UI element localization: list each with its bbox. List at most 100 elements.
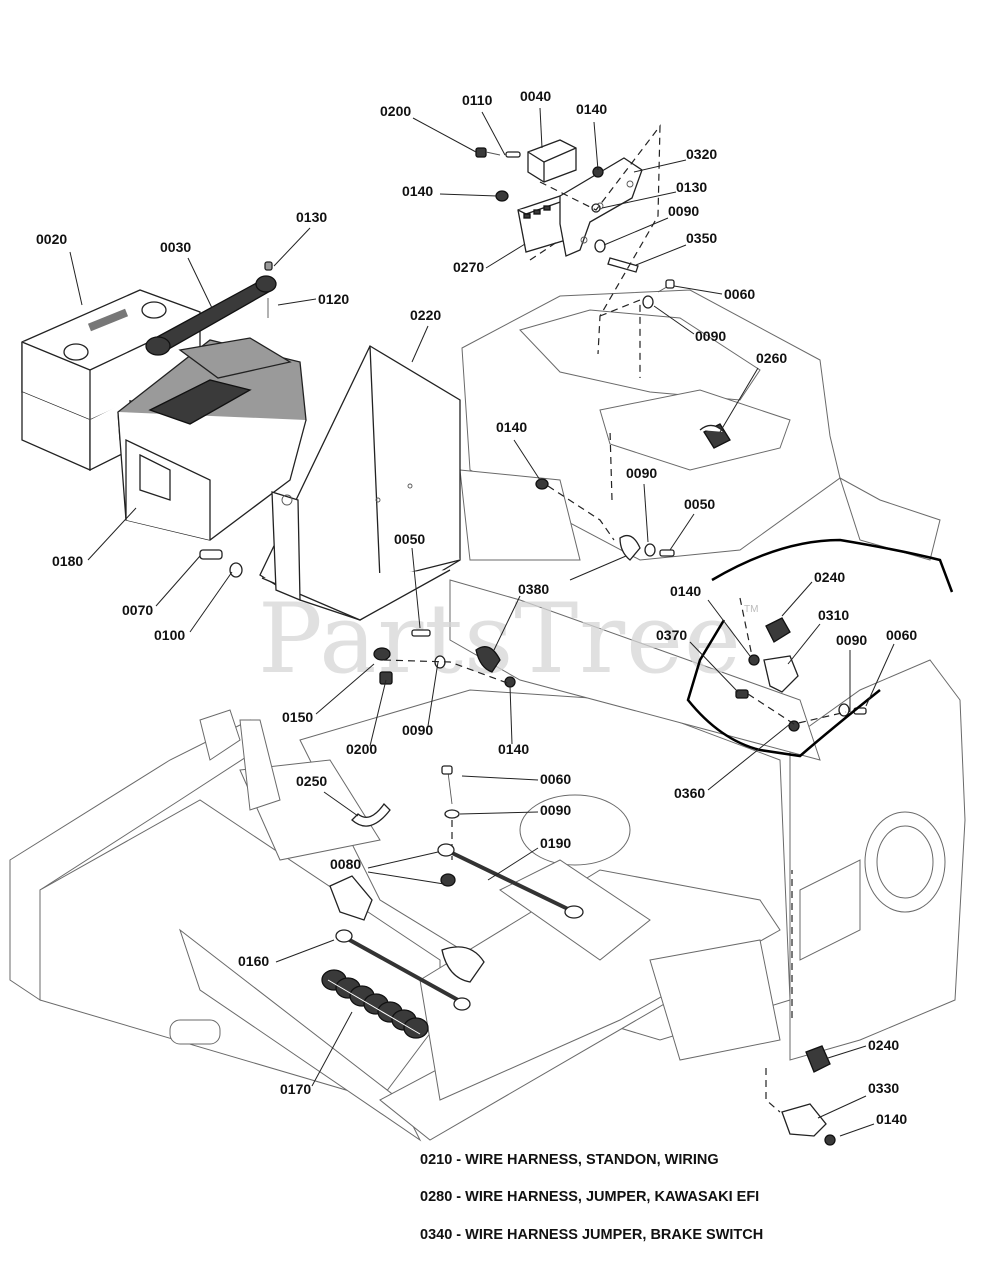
callout-0250[interactable]: 0250 [296, 773, 359, 817]
callout-label[interactable]: 0190 [540, 835, 571, 851]
callout-label[interactable]: 0180 [52, 553, 83, 569]
callout-0090[interactable]: 0090 [459, 802, 571, 818]
callout-0140[interactable]: 0140 [402, 183, 498, 199]
callout-0030[interactable]: 0030 [160, 239, 213, 309]
callout-label[interactable]: 0030 [160, 239, 191, 255]
callout-label[interactable]: 0050 [684, 496, 715, 512]
callout-0370[interactable]: 0370 [656, 627, 739, 693]
callout-label[interactable]: 0090 [402, 722, 433, 738]
callout-label[interactable]: 0250 [296, 773, 327, 789]
callout-label[interactable]: 0140 [876, 1111, 907, 1127]
callout-label[interactable]: 0060 [886, 627, 917, 643]
callout-label[interactable]: 0140 [670, 583, 701, 599]
callout-label[interactable]: 0200 [346, 741, 377, 757]
callout-label[interactable]: 0040 [520, 88, 551, 104]
detail-boundary-line [711, 538, 954, 593]
callout-0090[interactable]: 0090 [603, 203, 699, 246]
callout-0200[interactable]: 0200 [380, 103, 477, 153]
callout-label[interactable]: 0270 [453, 259, 484, 275]
callout-label[interactable]: 0170 [280, 1081, 311, 1097]
callout-label[interactable]: 0140 [498, 741, 529, 757]
callout-label[interactable]: 0330 [868, 1080, 899, 1096]
callout-label[interactable]: 0130 [296, 209, 327, 225]
callout-0380[interactable]: 0380 [493, 555, 627, 651]
callout-0360[interactable]: 0360 [674, 723, 791, 801]
callout-label[interactable]: 0380 [518, 581, 549, 597]
callout-0220[interactable]: 0220 [410, 307, 441, 363]
callout-label[interactable]: 0260 [756, 350, 787, 366]
callout-0070[interactable]: 0070 [122, 555, 201, 618]
callout-label[interactable]: 0120 [318, 291, 349, 307]
callout-label[interactable]: 0140 [496, 419, 527, 435]
callout-label[interactable]: 0320 [686, 146, 717, 162]
callout-label[interactable]: 0140 [576, 101, 607, 117]
callout-0240[interactable]: 0240 [781, 569, 845, 617]
callout-label[interactable]: 0100 [154, 627, 185, 643]
callout-label[interactable]: 0090 [626, 465, 657, 481]
callout-0130[interactable]: 0130 [273, 209, 327, 267]
callout-label[interactable]: 0070 [122, 602, 153, 618]
callout-0090[interactable]: 0090 [653, 305, 726, 344]
callout-0180[interactable]: 0180 [52, 507, 137, 569]
callout-0140[interactable]: 0140 [496, 419, 541, 481]
callout-0140[interactable]: 0140 [839, 1111, 907, 1137]
callout-label[interactable]: 0160 [238, 953, 269, 969]
callout-0140[interactable]: 0140 [670, 583, 751, 657]
callout-label[interactable]: 0360 [674, 785, 705, 801]
callout-label[interactable]: 0060 [724, 286, 755, 302]
callout-0200[interactable]: 0200 [346, 679, 387, 757]
callout-0160[interactable]: 0160 [238, 939, 335, 969]
callout-0330[interactable]: 0330 [817, 1080, 899, 1119]
callout-0350[interactable]: 0350 [635, 230, 717, 266]
callout-0120[interactable]: 0120 [277, 291, 349, 307]
callout-label[interactable]: 0090 [695, 328, 726, 344]
callout-label[interactable]: 0090 [668, 203, 699, 219]
callout-0260[interactable]: 0260 [719, 350, 787, 433]
callout-0270[interactable]: 0270 [453, 243, 526, 275]
callout-label[interactable]: 0130 [676, 179, 707, 195]
callout-label[interactable]: 0370 [656, 627, 687, 643]
leader-line [673, 285, 723, 295]
callout-label[interactable]: 0220 [410, 307, 441, 323]
callout-label[interactable]: 0350 [686, 230, 717, 246]
callout-label[interactable]: 0090 [540, 802, 571, 818]
callout-0060[interactable]: 0060 [865, 627, 917, 707]
callout-0090[interactable]: 0090 [402, 661, 439, 738]
callout-label[interactable]: 0150 [282, 709, 313, 725]
leader-line [277, 298, 317, 306]
callout-label[interactable]: 0080 [330, 856, 361, 872]
leader-line [273, 227, 311, 267]
callout-label[interactable]: 0020 [36, 231, 67, 247]
callout-0110[interactable]: 0110 [462, 92, 506, 156]
callout-0100[interactable]: 0100 [154, 571, 233, 643]
callout-0320[interactable]: 0320 [633, 146, 717, 173]
callout-label[interactable]: 0310 [818, 607, 849, 623]
callout-0090[interactable]: 0090 [626, 465, 657, 543]
callout-0050[interactable]: 0050 [669, 496, 715, 551]
callout-0130[interactable]: 0130 [601, 179, 707, 209]
callout-0190[interactable]: 0190 [487, 835, 571, 881]
callout-label[interactable]: 0240 [814, 569, 845, 585]
callout-0170[interactable]: 0170 [280, 1011, 353, 1097]
callout-label[interactable]: 0140 [402, 183, 433, 199]
callout-label[interactable]: 0060 [540, 771, 571, 787]
callout-0060[interactable]: 0060 [461, 771, 571, 787]
callout-0310[interactable]: 0310 [787, 607, 849, 665]
callout-0020[interactable]: 0020 [36, 231, 83, 306]
callout-label[interactable]: 0200 [380, 103, 411, 119]
callout-label[interactable]: 0110 [462, 92, 493, 108]
callout-0060[interactable]: 0060 [673, 285, 755, 302]
callout-label[interactable]: 0050 [394, 531, 425, 547]
callout-0050[interactable]: 0050 [394, 531, 425, 629]
callout-0150[interactable]: 0150 [282, 663, 375, 725]
callout-label[interactable]: 0240 [868, 1037, 899, 1053]
callout-0040[interactable]: 0040 [520, 88, 551, 149]
callout-0240[interactable]: 0240 [827, 1037, 899, 1059]
callout-label[interactable]: 0090 [836, 632, 867, 648]
callout-0090[interactable]: 0090 [836, 632, 867, 712]
battery [21, 289, 201, 472]
callout-0140[interactable]: 0140 [498, 685, 529, 757]
callout-0140[interactable]: 0140 [576, 101, 607, 171]
callout-0080[interactable]: 0080 [330, 851, 445, 885]
leader-line [689, 641, 739, 693]
